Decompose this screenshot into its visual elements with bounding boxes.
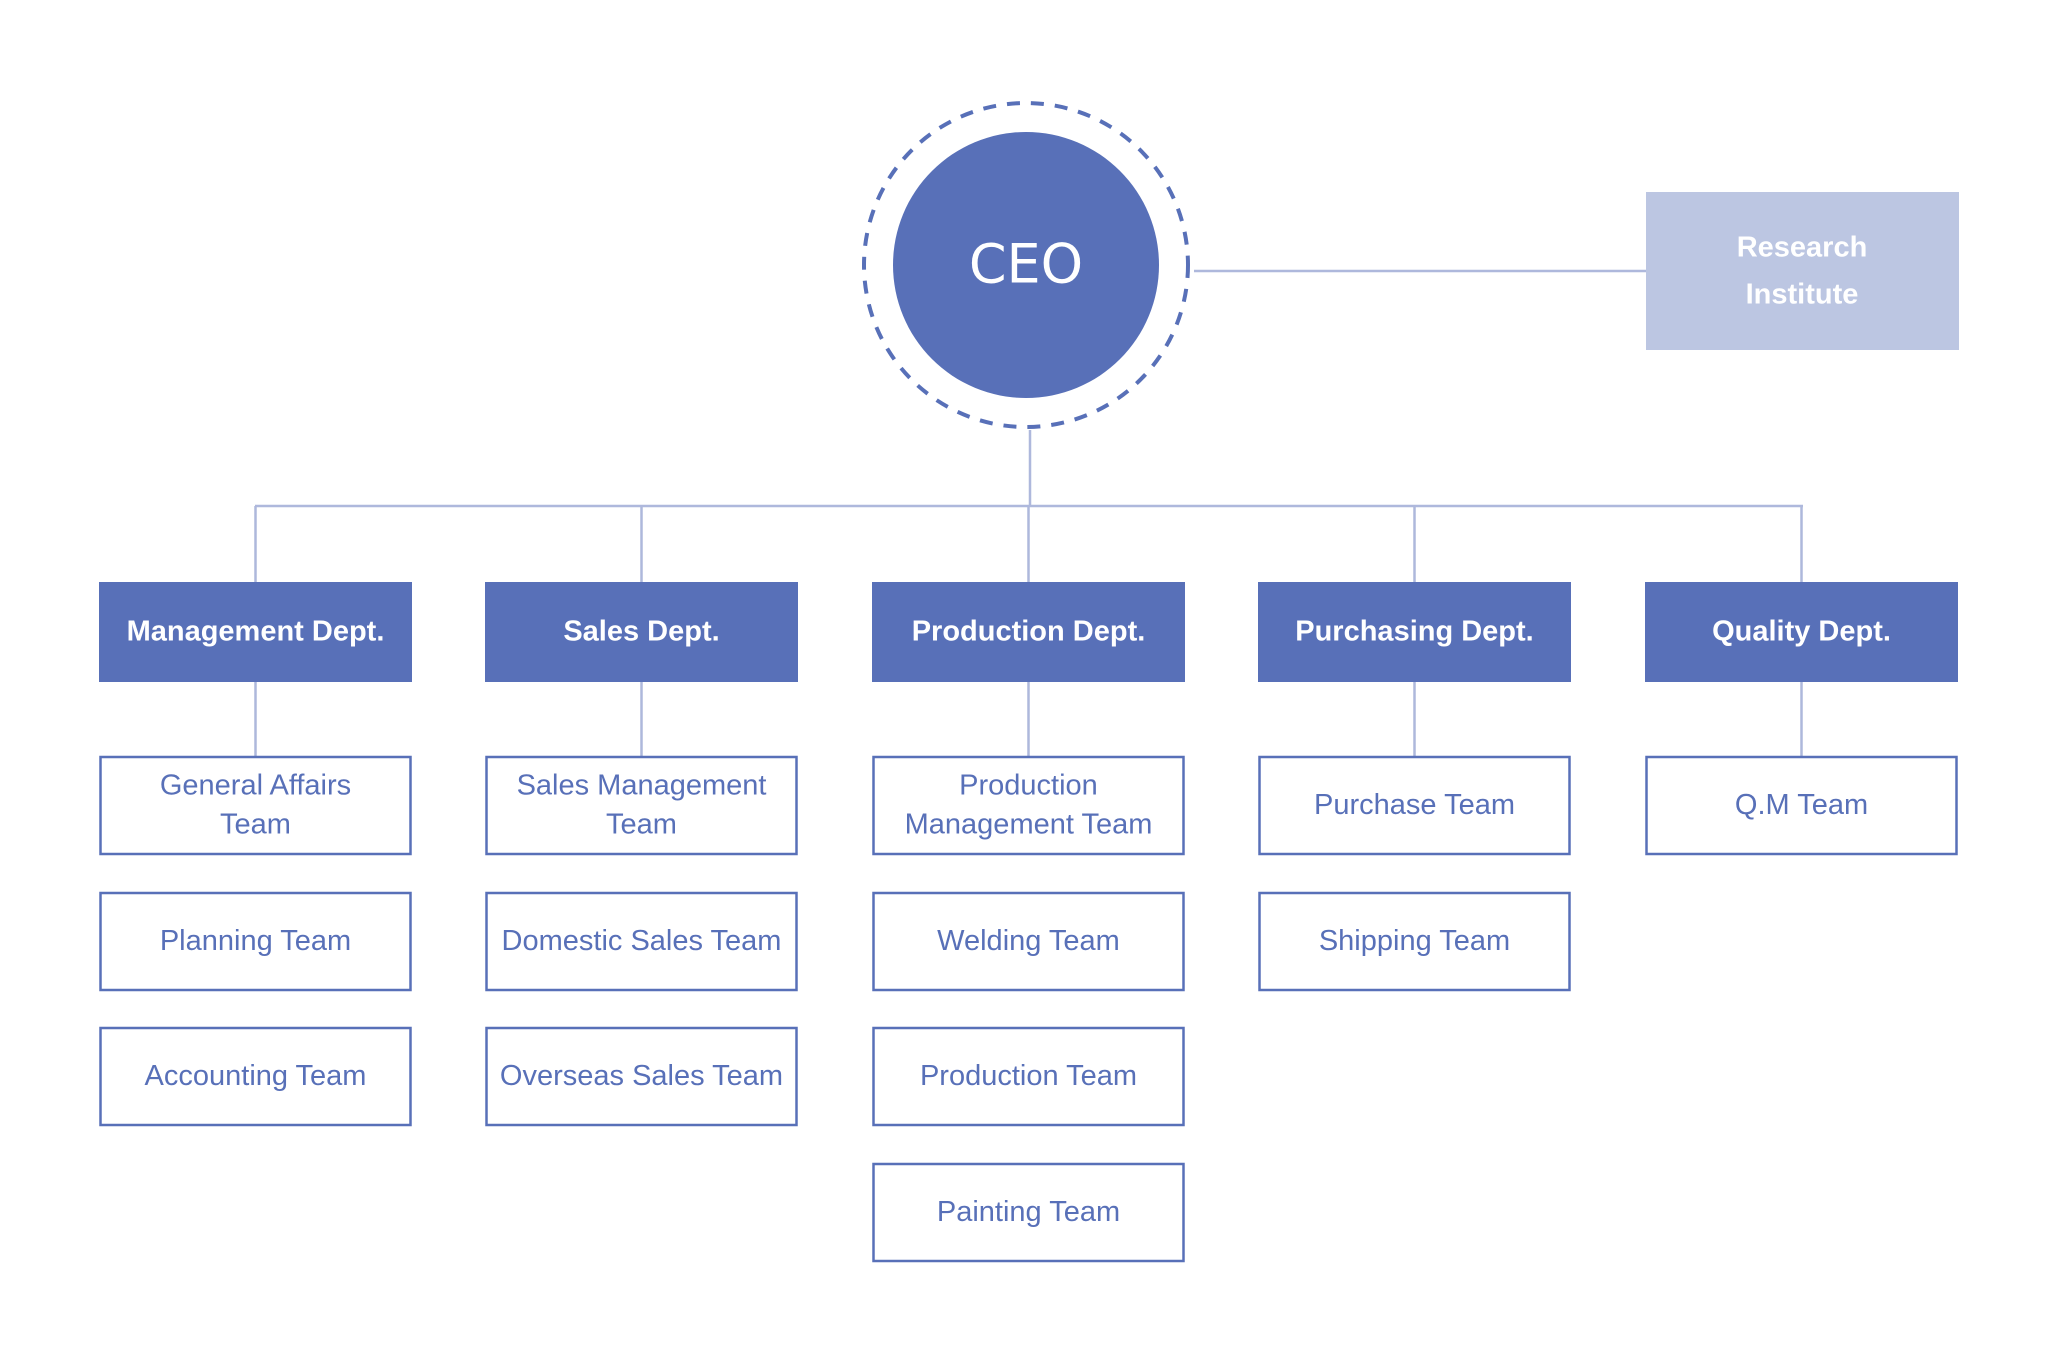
departments: Management Dept. General AffairsTeamPlann… [99, 582, 1958, 1263]
department-box [99, 582, 412, 682]
ceo-dashed-ring [862, 101, 1190, 429]
team-label: Production [959, 770, 1098, 802]
team-box [485, 1026, 798, 1127]
team-label: General Affairs [160, 770, 351, 802]
team-box [872, 891, 1185, 992]
research-institute-label-line-1: Research [1737, 232, 1868, 264]
department-label: Purchasing Dept. [1295, 616, 1534, 648]
team-box [1645, 755, 1958, 856]
team-label: Welding Team [937, 925, 1120, 957]
team-label: Production Team [920, 1060, 1137, 1092]
team-box [872, 755, 1185, 856]
team-box [99, 755, 412, 856]
team-label: Team [220, 809, 291, 841]
department-column: Sales Dept. Sales ManagementTeamDomestic … [485, 582, 798, 1127]
team-box [872, 1026, 1185, 1127]
department-box [1645, 582, 1958, 682]
team-box [872, 1162, 1185, 1263]
connectors [254, 269, 1803, 757]
department-column: Quality Dept. Q.M Team [1645, 582, 1958, 856]
team-label: Shipping Team [1319, 925, 1510, 957]
ceo-label: CEO [969, 233, 1083, 296]
team-label: Planning Team [160, 925, 351, 957]
team-box [1258, 755, 1571, 856]
research-institute-label-line-2: Institute [1746, 279, 1859, 311]
team-label: Purchase Team [1314, 789, 1515, 821]
team-label: Team [606, 809, 677, 841]
department-box [1258, 582, 1571, 682]
team-box [485, 891, 798, 992]
team-label: Domestic Sales Team [502, 925, 782, 957]
department-label: Production Dept. [912, 616, 1146, 648]
team-box [99, 891, 412, 992]
team-box [1258, 891, 1571, 992]
department-column: Management Dept. General AffairsTeamPlann… [99, 582, 412, 1127]
department-box [872, 582, 1185, 682]
team-label: Painting Team [937, 1196, 1120, 1228]
team-label: Q.M Team [1735, 789, 1868, 821]
ceo-node: CEO [862, 101, 1190, 429]
team-box [485, 755, 798, 856]
team-label: Overseas Sales Team [500, 1060, 783, 1092]
department-box [485, 582, 798, 682]
research-institute-node: Research Institute [1646, 192, 1959, 350]
department-label: Quality Dept. [1712, 616, 1891, 648]
team-label: Sales Management [517, 770, 767, 802]
ceo-circle [893, 132, 1159, 398]
team-label: Accounting Team [145, 1060, 367, 1092]
department-label: Sales Dept. [563, 616, 719, 648]
department-label: Management Dept. [127, 616, 385, 648]
team-label: Management Team [905, 809, 1153, 841]
team-box [99, 1026, 412, 1127]
research-institute-box [1646, 192, 1959, 350]
